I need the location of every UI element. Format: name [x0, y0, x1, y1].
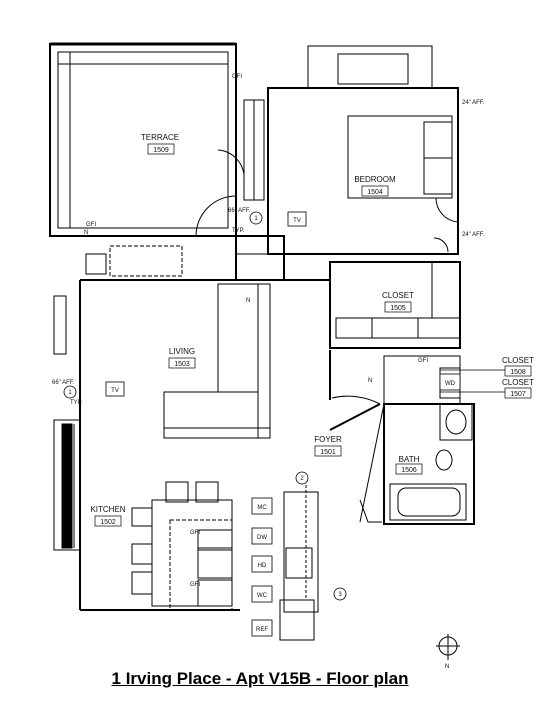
foyer-label: FOYER	[314, 435, 342, 444]
kitchen-label: KITCHEN	[90, 505, 125, 514]
n-note-foyer: N	[368, 378, 372, 384]
closet-1508-number: 1508	[510, 369, 526, 376]
gfi-note-terrace: GFI	[86, 222, 96, 228]
typ-note-bedroom: TYP.	[232, 228, 245, 234]
callout-3: 3	[338, 592, 342, 598]
living-walls	[53, 279, 330, 560]
bedroom-label: BEDROOM	[354, 175, 396, 184]
typ-note-living: TYP.	[70, 400, 83, 406]
closet-1505-label: CLOSET	[382, 291, 414, 300]
aff66-note-bedroom: 66" AFF.	[228, 208, 251, 214]
page-title: 1 Irving Place - Apt V15B - Floor plan	[111, 669, 409, 688]
bath-label: BATH	[399, 455, 420, 464]
ref-tag: REF	[256, 627, 268, 633]
gfi-note-closet: GFI	[418, 358, 428, 364]
sofa	[163, 283, 271, 439]
terrace-outline	[49, 42, 237, 237]
living-label: LIVING	[169, 347, 195, 356]
closet-1508-label: CLOSET	[502, 356, 534, 365]
n-note-terrace: N	[84, 230, 88, 236]
closet-1507-label: CLOSET	[502, 378, 534, 387]
closet-1505-walls	[329, 261, 461, 349]
room-labels: TERRACE 1509 BEDROOM 1504 CLOSET 1505 LI…	[90, 133, 534, 527]
foyer-number: 1501	[320, 449, 336, 456]
mc-tag: MC	[257, 505, 267, 511]
hd-tag: HD	[258, 563, 267, 569]
kitchen-walls	[79, 480, 319, 641]
gfi-note-terrace-top: GFI	[232, 74, 242, 80]
north-arrow	[436, 634, 460, 660]
aff24-note-top: 24" AFF.	[462, 100, 485, 106]
dw-tag: DW	[257, 535, 267, 541]
notes: GFI GFI 24" AFF. 24" AFF. 66" AFF. TYP. …	[52, 74, 485, 588]
device-tags: TV TV WD MC DW HD WC REF	[111, 218, 455, 633]
n-note-living: N	[246, 298, 250, 304]
wc-tag: WC	[257, 593, 268, 599]
bedroom-walls	[243, 45, 459, 255]
callouts: 1 1 2 3	[68, 216, 342, 598]
aff24-note-mid: 24" AFF.	[462, 232, 485, 238]
closet-1505-number: 1505	[390, 305, 406, 312]
foyer-bath-walls	[329, 350, 475, 525]
aff66-note-living: 66" AFF.	[52, 380, 75, 386]
gfi-note-kitchen: GFI	[190, 530, 200, 536]
closet-leaders	[440, 369, 505, 393]
bedroom-number: 1504	[367, 189, 383, 196]
gfi-note-kitchen-2: GFI	[190, 582, 200, 588]
callout-circles	[63, 211, 347, 601]
door-swings	[195, 149, 459, 253]
callout-1-bedroom: 1	[254, 216, 258, 222]
living-number: 1503	[174, 361, 190, 368]
tv-tag-living: TV	[111, 388, 119, 394]
callout-1-living: 1	[68, 390, 72, 396]
callout-2: 2	[300, 476, 304, 482]
terrace-label: TERRACE	[141, 133, 179, 142]
tag-boxes	[105, 211, 461, 637]
bath-number: 1506	[401, 467, 417, 474]
corridor-walls	[85, 235, 330, 281]
kitchen-number: 1502	[100, 519, 116, 526]
tv-tag-bedroom: TV	[293, 218, 301, 224]
wd-tag: WD	[445, 381, 456, 387]
terrace-number: 1509	[153, 147, 169, 154]
compass-north-label: N	[445, 664, 449, 670]
closet-1507-number: 1507	[510, 391, 526, 398]
